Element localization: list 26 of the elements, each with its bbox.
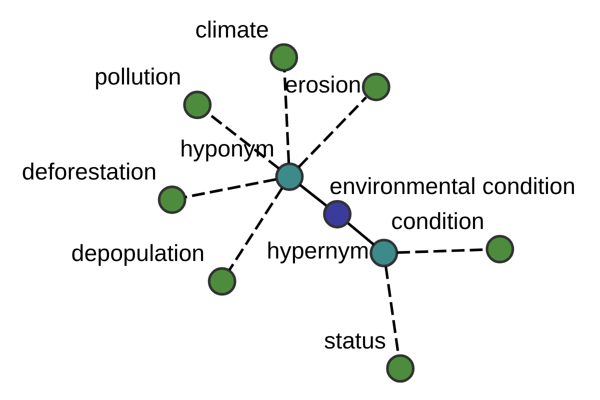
node-label: depopulation [71,240,205,266]
node-label: erosion [284,72,362,98]
node-circle [386,354,415,383]
node-circle [323,200,352,228]
connector [283,70,290,164]
node-circle [370,238,398,268]
node-circle [275,162,304,191]
node-circle [158,186,186,214]
node-circle [486,234,514,264]
connector [299,184,327,207]
node-circle [362,72,390,102]
connector [185,178,276,198]
node-label: condition [391,208,484,234]
node-label: deforestation [22,158,157,185]
node-circle [183,90,212,120]
node-label: pollution [94,64,182,90]
node-label: hypernym [266,238,370,264]
node-label: status [324,327,386,354]
node-circle [208,267,236,296]
node-label: hyponym [180,136,275,162]
node-circle [270,43,298,72]
node-label: environmental condition [330,173,576,200]
connector [228,187,284,271]
connector [298,96,368,168]
node-label: climate [195,16,269,42]
connector [347,222,375,246]
